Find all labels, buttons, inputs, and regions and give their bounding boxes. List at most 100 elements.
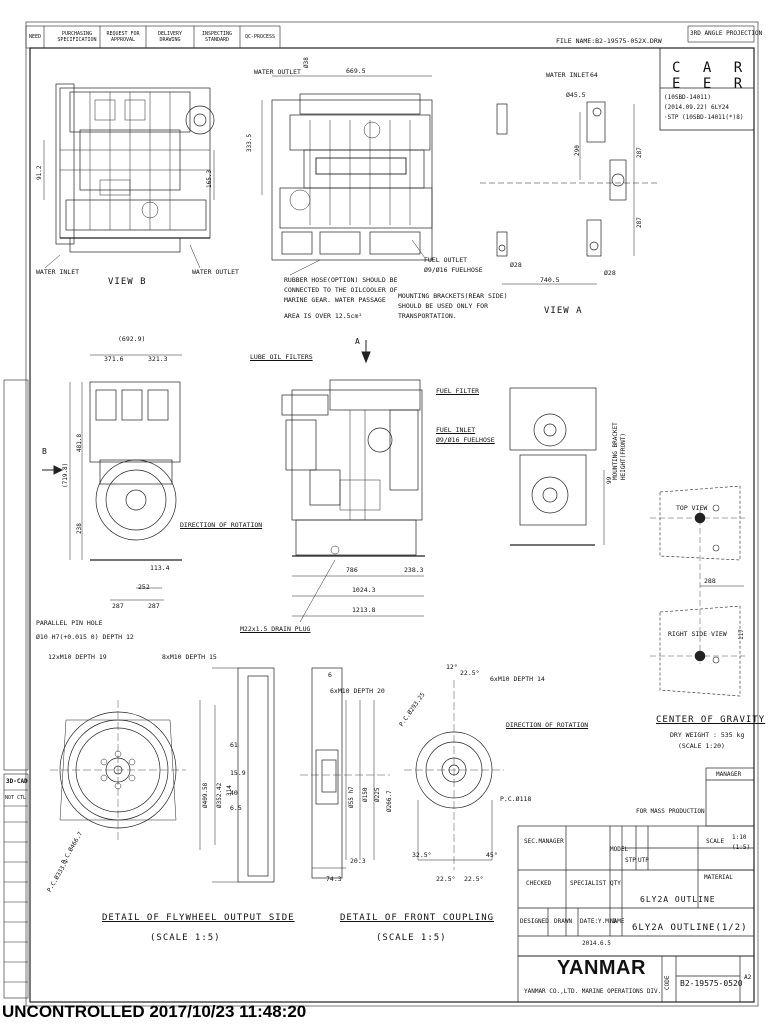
drain-plug: M22x1.5 DRAIN PLUG [240,625,311,633]
coup-tap: 6xM10 DEPTH 20 [330,687,385,695]
coup-ang-45: 45° [486,851,498,859]
top-view-engine [261,75,433,276]
projection-label: 3RD ANGLE PROJECTION [690,30,763,37]
coup-dim-225: Ø225 [374,787,381,802]
flywheel-detail [50,667,275,883]
view-a-water-inlet: WATER INLET [546,71,590,79]
rear-direction: DIRECTION OF ROTATION [180,521,263,529]
lube-oil-filters: LUBE OIL FILTERS [250,353,313,361]
header-request: REQUEST FOR APPROVAL [106,31,140,43]
fuel-outlet-1: FUEL OUTLET [424,256,468,264]
view-b-water-inlet: WATER INLET [36,268,80,276]
tb-designed: DESIGNED [520,918,549,925]
mounting-bracket-2: HEIGHT(FRONT) [620,433,627,480]
coup-pcd-118: P.C.Ø118 [500,795,532,803]
career-title: C A R E E R [672,60,750,92]
tb-specialist: SPECIALIST [570,880,607,887]
tb-code-label: CODE [664,975,671,990]
coupling-scale: (SCALE 1:5) [376,933,447,943]
cog-right-side-view: RIGHT SIDE VIEW [668,630,727,638]
coup-dim-74-3: 74.3 [326,875,342,883]
tb-material: MATERIAL [704,874,733,881]
parallel-pin: PARALLEL PIN HOLE [36,619,103,627]
tb-drawing-name: 6LY2A OUTLINE(1/2) [632,923,748,933]
header-need: NEED [28,34,42,40]
uncontrolled-stamp: UNCONTROLLED 2017/10/23 11:48:20 [2,1002,307,1021]
coup-dim-266-7: Ø266.7 [386,790,393,812]
tb-sec-manager: SEC.MANAGER [524,838,564,845]
dim-1213-8: 1213.8 [352,606,376,614]
dim-481-8: 481.8 [76,433,83,452]
career-line-1: (10SBD-14011) [664,94,711,101]
dim-238-3: 238.3 [404,566,424,574]
view-a-brackets [480,101,660,285]
dim-91-2: 91.2 [36,165,43,180]
fuel-filter: FUEL FILTER [436,387,480,395]
view-a-dia-45-5: Ø45.5 [566,91,586,99]
coup-dim-55: Ø55 h7 [348,786,355,808]
fuel-outlet-2: Ø9/Ø16 FUELHOSE [424,266,483,274]
dim-371-6: 371.6 [104,355,124,363]
cog-views [650,485,745,697]
cog-scale: (SCALE 1:20) [678,742,725,750]
dim-1024-3: 1024.3 [352,586,376,594]
view-b-engine [43,83,215,269]
dim-113-4: 113.4 [150,564,170,572]
header-delivery: DELIVERY DRAWING [157,31,183,43]
tb-mass-production: FOR MASS PRODUCTION [636,808,705,815]
tb-drawn: DRAWN [554,918,573,925]
fly-dim-352-42: Ø352.42 [216,782,223,808]
a-label: A [355,337,360,346]
cog-top-view: TOP VIEW [676,504,708,512]
header-qc: QC-PROCESS [244,34,276,40]
view-b-title: VIEW B [108,277,147,287]
left-dcad: 3D-CAD [6,778,28,785]
b-label: B [42,447,47,456]
tb-model-code: 6LY2A OUTLINE [640,895,716,904]
view-arrows [42,340,371,475]
career-line-2: (2014.09.22) 6LY24 [664,104,730,111]
tb-name: NAME [610,918,625,925]
coup-ang-22-5b: 22.5° [464,875,484,883]
coup-dim-12: 12° [446,663,458,671]
tb-company: YANMAR CO.,LTD. MARINE OPERATIONS DIV. [524,988,662,995]
mounting-note-1: MOUNTING BRACKETS(REAR SIDE) [398,292,508,300]
side-view-engine [281,379,425,623]
tb-drawing-no: B2-19575-0520 [680,979,743,988]
coup-dim-20-3: 20.3 [350,857,366,865]
top-dim-669-5: 669.5 [346,67,366,75]
view-a-title: VIEW A [544,306,583,316]
tb-checked: CHECKED [526,880,552,887]
rubber-hose-3: MARINE GEAR. WATER PASSAGE [284,296,386,304]
cog-title: CENTER OF GRAVITY [656,715,766,725]
coup-dim-6: 6 [328,671,332,679]
fuel-inlet-2: Ø9/Ø16 FUELHOSE [436,436,495,444]
yanmar-logo: YANMAR [557,957,646,979]
tb-size: A2 [744,974,752,981]
dim-287b: 287 [148,602,160,610]
career-line-3: ·STP (10SBD-14011(*)8) [664,114,744,121]
dim-786: 786 [346,566,358,574]
cog-dim-117: 117 [738,629,745,640]
tb-utp: UTP [638,857,649,864]
tb-date-label: DATE:Y.M.D [580,918,617,925]
dim-692-9: (692.9) [118,335,146,343]
view-a-dim-287a: 287 [636,147,643,158]
tb-date: 2014.6.5 [582,940,611,947]
mounting-note-2: SHOULD BE USED ONLY FOR [398,302,489,310]
fly-tap2: 8xM10 DEPTH 15 [162,653,217,661]
dim-238: 238 [76,523,83,534]
header-purchasing: PURCHASING SPECIFICATION [57,31,97,43]
fly-tap1: 12xM10 DEPTH 19 [48,653,107,661]
fuel-inlet-1: FUEL INLET [436,426,476,434]
mounting-bracket-1: MOUNTING BRACKET [612,422,619,480]
view-a-dim-64: 64 [590,71,598,79]
view-b-water-outlet: WATER OUTLET [192,268,239,276]
view-a-dia-28a: Ø28 [510,261,522,269]
rubber-hose-2: CONNECTED TO THE OILCOOLER OF [284,286,398,294]
tb-scale-label: SCALE [706,838,725,845]
top-dia-38: Ø38 [303,57,310,68]
top-dim-333-5: 333.5 [246,133,253,152]
coup-ang-22-5a: 22.5° [436,875,456,883]
